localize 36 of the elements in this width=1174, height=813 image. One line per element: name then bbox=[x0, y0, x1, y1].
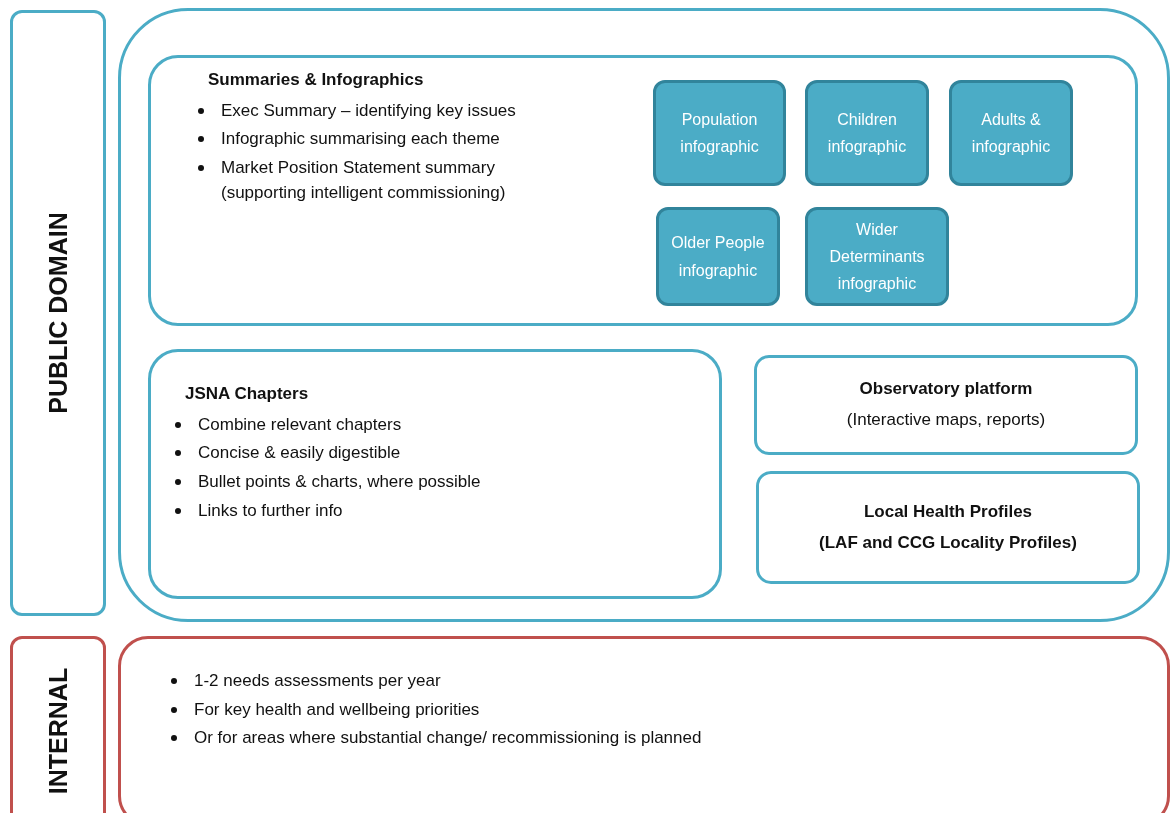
panel-heading: JSNA Chapters bbox=[185, 383, 309, 405]
section-label: INTERNAL bbox=[43, 667, 73, 795]
box-subtitle: (Interactive maps, reports) bbox=[846, 409, 1046, 431]
box-subtitle: (LAF and CCG Locality Profiles) bbox=[819, 531, 1077, 554]
infographic-tile bbox=[805, 207, 949, 306]
bullet-text: Exec Summary – identifying key issues bbox=[221, 99, 516, 122]
bullet-text: Concise & easily digestible bbox=[198, 442, 401, 465]
bullet-text: For key health and wellbeing priorities bbox=[194, 698, 480, 721]
tile-label: Population infographic bbox=[679, 109, 760, 157]
info-box bbox=[754, 355, 1138, 455]
box-heading: Local Health Profiles bbox=[863, 500, 1033, 523]
frame-box bbox=[118, 8, 1170, 622]
infographic-tile bbox=[656, 207, 780, 306]
bullet-text: Links to further info bbox=[198, 499, 343, 522]
tile-label: Older People infographic bbox=[670, 233, 766, 281]
section-label: PUBLIC DOMAIN bbox=[43, 212, 73, 414]
info-box bbox=[756, 471, 1140, 584]
bullet-text: Infographic summarising each theme bbox=[221, 128, 500, 151]
content-panel bbox=[118, 636, 1170, 813]
infographic-tile bbox=[949, 80, 1073, 186]
bullet-text: 1-2 needs assessments per year bbox=[194, 670, 441, 692]
tile-label: Adults & infographic bbox=[970, 109, 1052, 157]
infographic-tile bbox=[653, 80, 786, 186]
section-label-box bbox=[10, 10, 106, 616]
bullet-text: Combine relevant chapters bbox=[198, 413, 402, 436]
bullet-text: Or for areas where substantial change/ recommissioning is planned bbox=[194, 727, 702, 750]
box-heading: Observatory platform bbox=[859, 378, 1033, 401]
bullet-text: Market Position Statement summary (supporting intelligent commissioning) bbox=[221, 156, 507, 204]
tile-label: Wider Determinants infographic bbox=[828, 219, 926, 295]
bullet-text: Bullet points & charts, where possible bbox=[198, 470, 481, 493]
infographic-tile bbox=[805, 80, 929, 186]
panel-heading: Summaries & Infographics bbox=[208, 69, 424, 91]
content-panel bbox=[148, 55, 1138, 326]
section-label-box bbox=[10, 636, 106, 813]
tile-label: Children infographic bbox=[826, 109, 908, 157]
content-panel bbox=[148, 349, 722, 599]
